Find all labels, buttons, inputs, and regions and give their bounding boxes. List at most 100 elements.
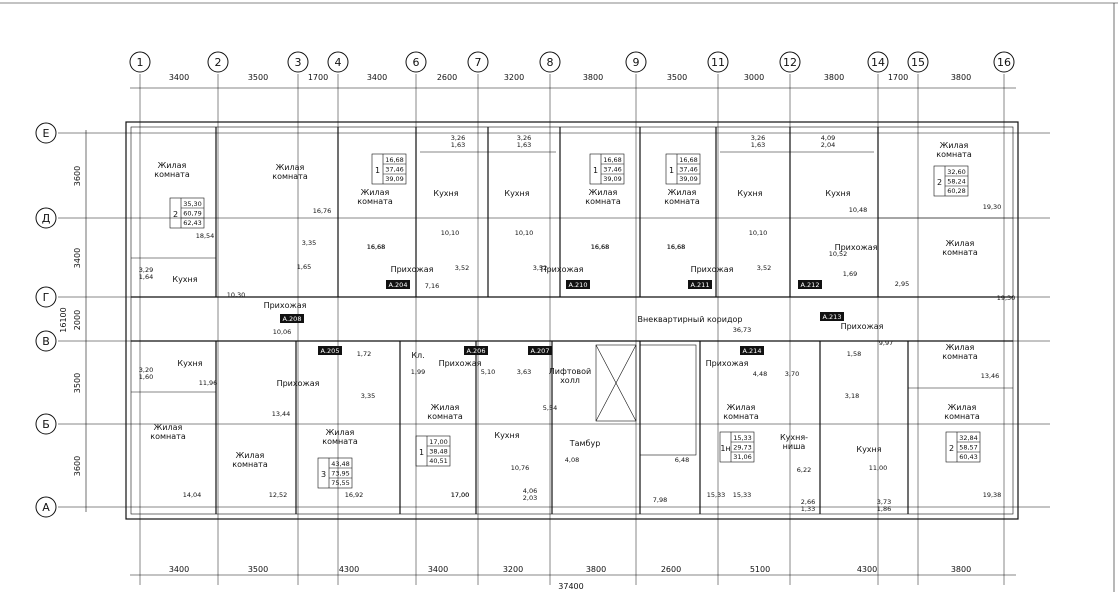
room-area-r11: 10,30 (227, 291, 246, 299)
axis-bubble-col (539, 51, 561, 73)
axis-label-col: 8 (547, 56, 554, 69)
bottom-dimension: 4300 (857, 565, 877, 574)
overall-dimension: 37400 (558, 582, 583, 591)
room-area-r10: 19,30 (983, 203, 1002, 211)
apartment-area-line: 16,68 (385, 156, 404, 164)
axis-bubble-col (207, 51, 229, 73)
room-label-r5: Кухня (504, 189, 529, 198)
axis-bubble-col (779, 51, 801, 73)
top-dimension: 3800 (951, 73, 971, 82)
apartment-room-count: 1 (669, 166, 674, 175)
room-label-r21: Кл. (411, 351, 424, 360)
left-dimension: 3400 (73, 248, 82, 268)
small-area-s3: 1,65 (297, 263, 311, 271)
small-area-s15: 1,72 (357, 350, 371, 358)
apartment-area-line: 31,06 (733, 453, 752, 461)
axis-bubble-col (993, 51, 1015, 73)
bottom-dimension: 3500 (248, 565, 268, 574)
room-area-r21: 1,99 (411, 368, 425, 376)
apartment-area-line: 40,51 (429, 457, 448, 465)
top-dimension: 3200 (504, 73, 524, 82)
apartment-tag: А.207 (528, 346, 552, 355)
room-area-r24: 4,48 (753, 370, 767, 378)
left-overall-dimension: 16100 (59, 307, 68, 332)
apartment-tag: А.214 (740, 346, 764, 355)
apartment-room-count: 1н (720, 444, 730, 453)
axis-bubble-col (327, 51, 349, 73)
apartment-area-line: 32,84 (959, 434, 978, 442)
room-area-r8: 10,10 (749, 229, 768, 237)
room-label-r14: Прихожая (541, 265, 584, 274)
room-area-r6: 16,68 (591, 243, 610, 251)
axis-bubble-row (35, 286, 57, 308)
partitions (131, 127, 1013, 514)
apartment-area-line: 60,28 (947, 187, 966, 195)
axis-label-col: 15 (911, 56, 925, 69)
small-area-s9: 3,52 (533, 264, 547, 272)
apartment-area-line: 39,09 (603, 175, 622, 183)
apartment-tag-label: А.207 (531, 347, 550, 355)
axis-bubble-row (35, 496, 57, 518)
axis-bubble-col (907, 51, 929, 73)
apartment-tag-label: А.205 (321, 347, 340, 355)
apartment-tag-label: А.204 (389, 281, 408, 289)
top-dimension: 3500 (667, 73, 687, 82)
apartment-tag: А.204 (386, 280, 410, 289)
top-dimension: 3800 (583, 73, 603, 82)
apartment-area-line: 60,79 (183, 210, 202, 218)
room-area-r2: 16,76 (313, 207, 332, 215)
room-label-r19: Кухня (177, 359, 202, 368)
apartment-area-line: 75,55 (331, 479, 350, 487)
axis-label-col: 6 (413, 56, 420, 69)
room-label-r22: Прихожая (439, 359, 482, 368)
top-dimension: 3400 (169, 73, 189, 82)
apartment-room-count: 3 (321, 470, 326, 479)
room-area-r28: 12,52 (269, 491, 288, 499)
bottom-dimension: 3800 (951, 565, 971, 574)
axis-label-col: 12 (783, 56, 797, 69)
bottom-dimension: 3800 (586, 565, 606, 574)
small-area-s2: 3,35 (302, 239, 316, 247)
building-outline (125, 121, 1019, 520)
axis-label-row: Е (43, 127, 50, 140)
apartment-boxes: 235,3060,7962,43116,6837,4639,09116,6837… (169, 153, 981, 489)
apartment-room-count: 1 (375, 166, 380, 175)
apartment-tag-label: А.213 (823, 313, 842, 321)
apartment-area-line: 29,73 (733, 444, 752, 452)
apartment-tag-label: А.214 (743, 347, 762, 355)
apartment-tag-label: А.211 (691, 281, 710, 289)
top-dimension: 3800 (824, 73, 844, 82)
left-dimension: 3500 (73, 373, 82, 393)
small-area-s8: 3,52 (455, 264, 469, 272)
axis-label-row: А (42, 501, 50, 514)
small-area-s21: 6,48 (675, 456, 689, 464)
apartment-area-line: 58,57 (959, 444, 978, 452)
small-area-s18: 3,70 (785, 370, 799, 378)
apartment-tag: А.211 (688, 280, 712, 289)
apartment-tag: А.210 (566, 280, 590, 289)
axis-label-col: 7 (475, 56, 482, 69)
room-label-r13: Прихожая (391, 265, 434, 274)
axis-bubble-col (625, 51, 647, 73)
bottom-dimension: 2600 (661, 565, 681, 574)
